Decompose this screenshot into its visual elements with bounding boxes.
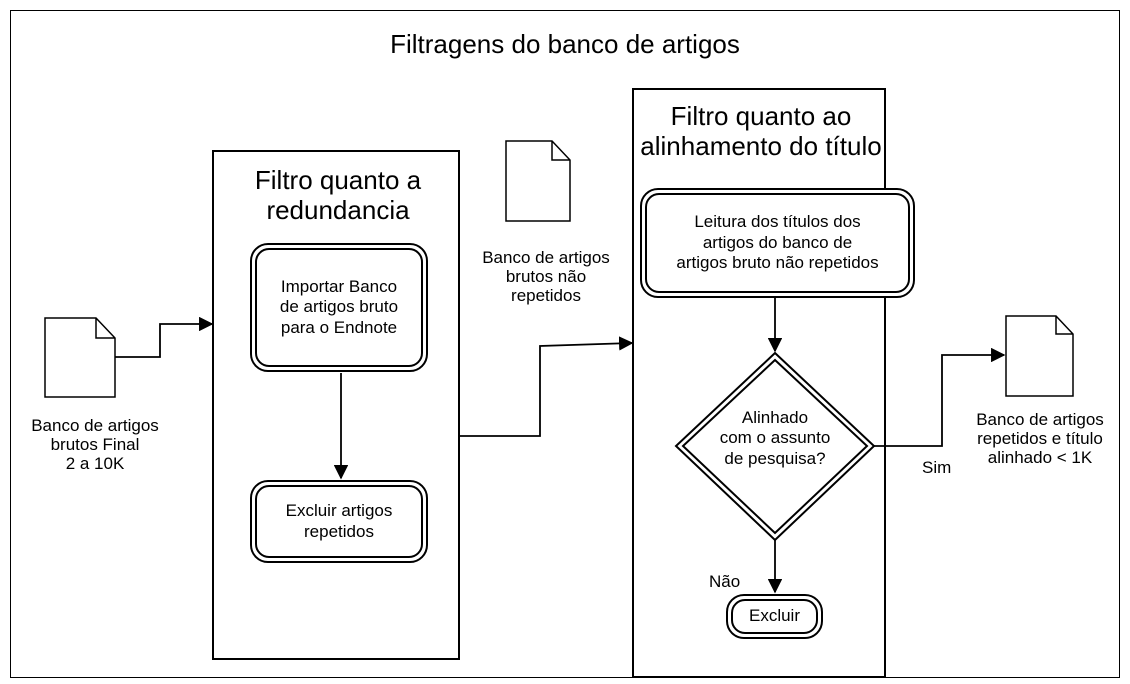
redundancy-lane-title: Filtro quanto a redundancia [254,165,422,225]
yes-branch-label: Sim [922,458,952,477]
no-branch-label: Não [709,572,741,591]
decision-question: Alinhado com o assunto de pesquisa? [719,408,831,468]
exclude-repeated-step: Excluir artigos repetidos [250,480,428,563]
title-alignment-filter-lane: Filtro quanto ao alinhamento do título [632,88,886,678]
discard-step: Excluir [726,594,823,639]
intermediate-document-label: Banco de artigos brutos não repetidos [482,248,610,306]
import-bank-step-label: Importar Banco de artigos bruto para o E… [255,248,423,367]
read-titles-step: Leitura dos títulos dos artigos do banco… [640,188,915,298]
read-titles-step-label: Leitura dos títulos dos artigos do banco… [645,193,910,293]
exclude-repeated-step-label: Excluir artigos repetidos [255,485,423,558]
discard-step-label: Excluir [731,599,818,634]
diagram-title: Filtragens do banco de artigos [390,29,740,59]
import-bank-step: Importar Banco de artigos bruto para o E… [250,243,428,372]
input-document-label: Banco de artigos brutos Final 2 a 10K [31,416,159,474]
redundancy-filter-lane: Filtro quanto a redundancia [212,150,460,660]
alignment-lane-title: Filtro quanto ao alinhamento do título [640,101,882,161]
output-document-label: Banco de artigos repetidos e título alin… [976,410,1104,468]
diagram-frame [10,10,1120,678]
